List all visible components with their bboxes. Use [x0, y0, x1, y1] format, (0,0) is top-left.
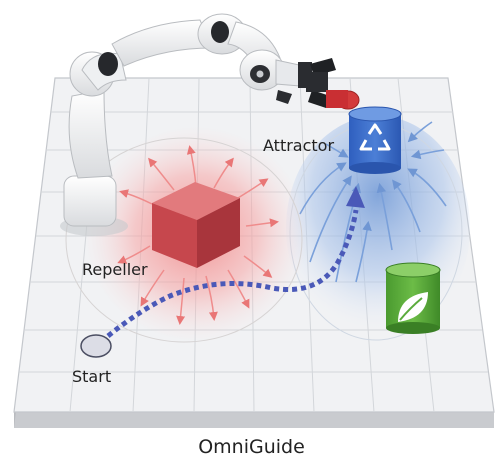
repeller-field-line	[245, 218, 279, 228]
recycle-bin-body	[349, 114, 401, 168]
attractor-field-line	[309, 175, 352, 263]
attractor-field-line	[410, 149, 445, 160]
compost-bin-lid	[385, 262, 441, 278]
figure-caption: OmniGuide	[198, 436, 305, 458]
held-red-cap-body	[326, 90, 348, 108]
repeller-cube	[152, 182, 240, 268]
repeller-field-line	[176, 277, 186, 325]
repeller-field-line	[243, 255, 273, 278]
table-side-front	[14, 412, 494, 428]
recycle-icon	[359, 123, 391, 151]
start-marker	[80, 334, 112, 358]
attractor-label: Attractor	[263, 136, 335, 155]
gripper-finger	[310, 58, 336, 76]
start-label: Start	[72, 367, 112, 386]
leaf-icon	[398, 292, 428, 322]
repeller-field-line	[205, 275, 218, 321]
recycle-bin	[348, 106, 402, 174]
cube-right	[197, 198, 240, 268]
arm-upper-link	[111, 19, 213, 67]
attractor-field-line	[376, 182, 393, 251]
arm-joint-dark	[98, 52, 118, 76]
repeller-field-line	[119, 189, 153, 205]
recycle-bin-lid	[348, 106, 402, 122]
guided-trajectory	[106, 209, 359, 338]
attractor-field-line	[407, 168, 447, 207]
attractor-field-line	[407, 121, 433, 143]
trajectory-arrowhead	[346, 186, 365, 208]
attractor-field-line	[325, 143, 349, 158]
compost-bin	[385, 262, 441, 334]
gripper-finger	[308, 90, 330, 108]
robot-arm	[60, 13, 312, 236]
arm-wrist-hub	[256, 70, 264, 78]
repeller-field-line	[148, 157, 175, 191]
repeller-field-line	[140, 269, 165, 307]
attractor-field-line	[392, 179, 421, 233]
cube-left	[152, 203, 197, 268]
arm-base	[63, 175, 117, 227]
compost-bin-bottom	[386, 322, 440, 334]
repeller-field-line	[117, 245, 151, 264]
repeller-field-line	[213, 157, 234, 189]
repeller-field-line	[227, 269, 250, 309]
attractor-field-line	[355, 220, 372, 283]
repeller-field-line	[237, 178, 269, 199]
cube-top	[152, 182, 240, 220]
arm-elbow-dark	[211, 21, 229, 43]
gripper-palm	[306, 72, 328, 92]
recycle-bin-bottom	[349, 162, 401, 174]
repeller-label: Repeller	[82, 260, 148, 279]
gripper	[276, 58, 360, 110]
repeller-field-boundary	[65, 137, 303, 343]
gripper-block	[276, 90, 292, 104]
